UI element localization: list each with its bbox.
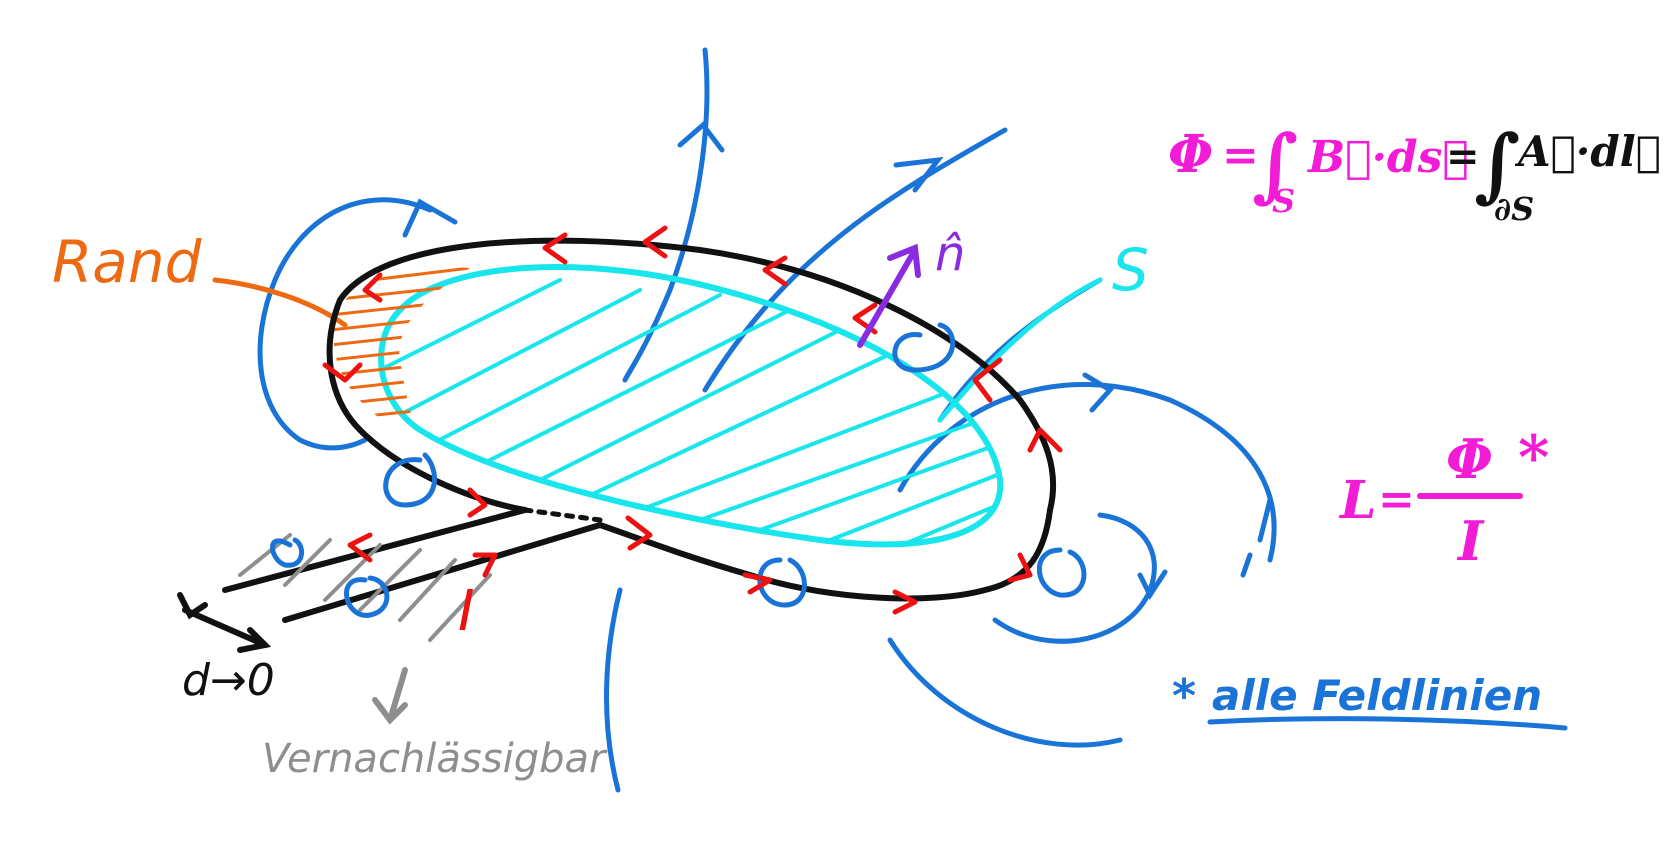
surface-hatching <box>381 278 1001 545</box>
distance-arrow <box>177 592 272 653</box>
field-line-left-loop <box>257 197 433 451</box>
inductance-formula: L = Φ I * <box>1338 423 1549 573</box>
distance-label: d→0 <box>182 655 275 706</box>
circulation-loops <box>270 322 1087 618</box>
flux-eq1: = <box>1222 130 1259 181</box>
field-line-bottom-vertical <box>604 587 623 793</box>
negligible-hatching <box>238 533 492 642</box>
loop-gap-dots <box>522 507 603 523</box>
footnote-underline <box>1207 716 1568 731</box>
footnote-text: alle Feldlinien <box>1212 671 1542 720</box>
footnote: * alle Feldlinien <box>1172 669 1542 723</box>
normal-vector <box>857 243 921 348</box>
flux-eq2: = <box>1446 133 1480 180</box>
footnote-star: * <box>1172 669 1196 723</box>
negligible-label: Vernachlässigbar <box>262 736 608 782</box>
negligible-pointer <box>372 667 408 725</box>
flux-sub1: S <box>1272 182 1295 220</box>
current-label: I <box>458 579 475 644</box>
field-line-right-dash <box>1240 497 1273 578</box>
surface-leader-line <box>937 277 1103 423</box>
surface-boundary <box>378 264 1004 548</box>
flux-int2: ∫ <box>1474 117 1520 211</box>
rand-leader-line <box>212 277 348 328</box>
flux-integrand2: A⃗·dl⃗ <box>1514 127 1661 176</box>
field-line-lower-loop-arrowhead <box>1137 569 1168 601</box>
inductance-star: * <box>1518 423 1549 493</box>
field-line-bottom-arc <box>887 637 1123 748</box>
flux-integrand1: B⃗·ds⃗ <box>1306 132 1469 183</box>
flux-sub2: ∂S <box>1494 190 1534 228</box>
flux-phi: Φ <box>1168 124 1213 185</box>
surface-label: S <box>1112 236 1149 304</box>
inductance-numerator: Φ <box>1446 427 1493 491</box>
inductance-lhs: L <box>1338 470 1377 531</box>
field-line-left-loop-arrowhead <box>402 198 458 238</box>
inductance-denominator: I <box>1456 509 1485 573</box>
inductance-eq: = <box>1378 474 1415 525</box>
field-line-vertical-arrowhead <box>677 121 725 153</box>
normal-label: n̂ <box>935 226 965 282</box>
field-line-right-big-loop-arrowhead <box>1082 372 1114 413</box>
field-line-diagonal-arrowhead <box>893 156 944 193</box>
field-line-diagonal <box>702 127 1008 393</box>
flux-int1: ∫ <box>1252 117 1298 211</box>
field-line-vertical <box>622 47 710 383</box>
flux-formula: Φ = ∫ S B⃗·ds⃗ = ∫ ∂S A⃗·dl⃗ <box>1168 117 1661 228</box>
current-loop <box>326 237 1057 602</box>
rand-label: Rand <box>52 228 203 296</box>
magnetic-field-lines <box>257 47 1277 793</box>
current-direction-arrows <box>322 225 1063 615</box>
